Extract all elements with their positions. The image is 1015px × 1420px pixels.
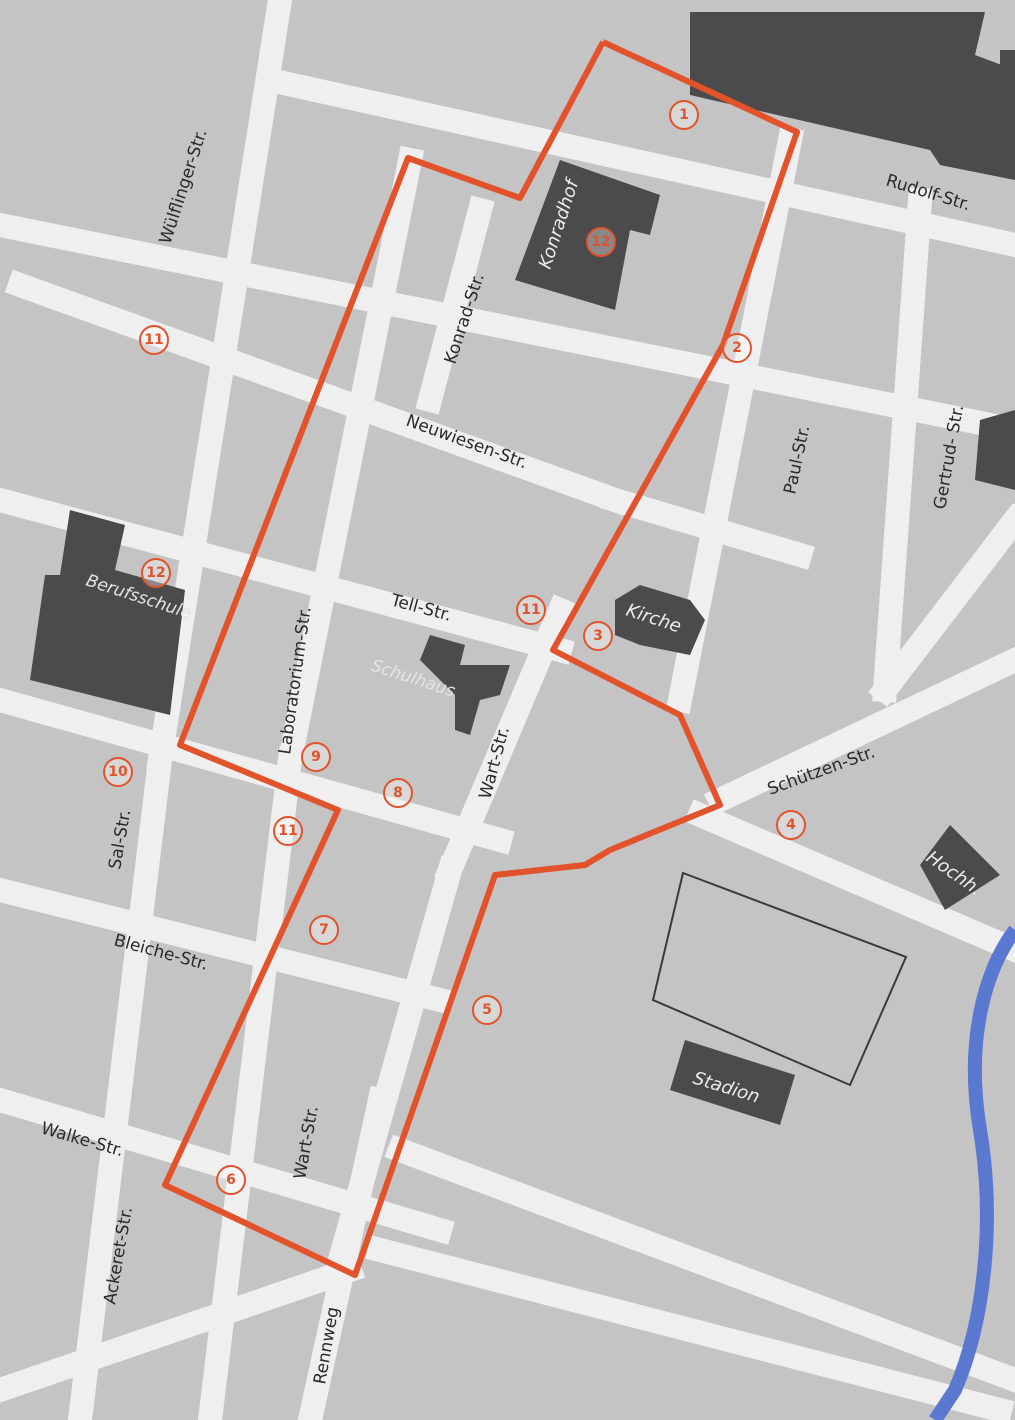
street-rudolf: [255, 65, 1015, 258]
marker-10[interactable]: 10: [103, 757, 133, 787]
markers: 1 2 3 4 5 6 7 8 9 10 11 11 11 12 12: [103, 100, 806, 1195]
marker-9[interactable]: 9: [301, 742, 331, 772]
building-kirche: [615, 585, 705, 655]
street-konrad: [415, 195, 495, 415]
svg-text:11: 11: [521, 602, 540, 618]
stadium-field: [651, 871, 908, 1087]
street-laboratorium: [275, 145, 425, 775]
svg-text:2: 2: [732, 340, 742, 356]
svg-text:5: 5: [482, 1002, 492, 1018]
marker-8[interactable]: 8: [383, 778, 413, 808]
street-sal: [67, 746, 174, 1420]
buildings: [30, 12, 1015, 1125]
street-wuelflinger: [146, 0, 293, 774]
street-laboratorium-south: [197, 746, 304, 1420]
building-bahnhof-annex: [1000, 50, 1015, 80]
street-east-link: [868, 503, 1015, 707]
street-wart: [434, 594, 576, 886]
svg-text:8: 8: [393, 785, 403, 801]
building-schulhaus: [420, 635, 510, 735]
building-berufsschule: [30, 510, 185, 715]
svg-text:1: 1: [679, 107, 689, 123]
label-wuelflinger-str: Wülflinger-Str.: [156, 127, 212, 247]
label-sal-str: Sal-Str.: [105, 808, 135, 871]
label-paul-str: Paul-Str.: [780, 424, 814, 496]
svg-text:12: 12: [146, 565, 165, 581]
marker-11-south[interactable]: 11: [273, 816, 303, 846]
marker-6[interactable]: 6: [216, 1165, 246, 1195]
svg-text:11: 11: [144, 332, 163, 348]
tour-route: [162, 39, 800, 1278]
marker-11-north[interactable]: 11: [139, 325, 169, 355]
svg-text:3: 3: [593, 628, 603, 644]
building-bahnhof: [690, 12, 1015, 180]
street-southwest: [0, 1254, 366, 1403]
marker-2[interactable]: 2: [722, 333, 752, 363]
svg-text:7: 7: [319, 922, 329, 938]
svg-text:6: 6: [226, 1172, 236, 1188]
street-mid: [0, 687, 515, 855]
marker-4[interactable]: 4: [776, 810, 806, 840]
building-konradhof: [515, 160, 660, 310]
street-schuetzen: [704, 646, 1015, 816]
svg-text:11: 11: [278, 823, 297, 839]
street-schuetzen-south: [684, 799, 1015, 964]
street-south-diagonal: [384, 1134, 1015, 1393]
marker-12-konradhof[interactable]: 12: [586, 227, 616, 257]
marker-1[interactable]: 1: [669, 100, 699, 130]
svg-text:4: 4: [786, 817, 796, 833]
svg-text:9: 9: [311, 749, 321, 765]
street-south-lower: [365, 1235, 1015, 1420]
street-bleiche: [0, 877, 455, 1015]
svg-text:10: 10: [108, 764, 128, 780]
river: [929, 925, 1015, 1420]
marker-11-tell[interactable]: 11: [516, 595, 546, 625]
street-gertrud: [872, 187, 933, 703]
building-stadion: [670, 1040, 795, 1125]
label-wart-str-south: Wart-Str.: [290, 1104, 323, 1181]
street-paul: [665, 125, 805, 715]
street-wuelflinger-cross: [0, 212, 1015, 443]
svg-text:12: 12: [591, 234, 610, 250]
building-hochhaus: [920, 825, 1000, 910]
marker-12-berufsschule[interactable]: 12: [141, 558, 171, 588]
marker-3[interactable]: 3: [583, 621, 613, 651]
building-east: [975, 410, 1015, 490]
marker-5[interactable]: 5: [472, 995, 502, 1025]
street-rennweg: [297, 1085, 395, 1420]
marker-7[interactable]: 7: [309, 915, 339, 945]
